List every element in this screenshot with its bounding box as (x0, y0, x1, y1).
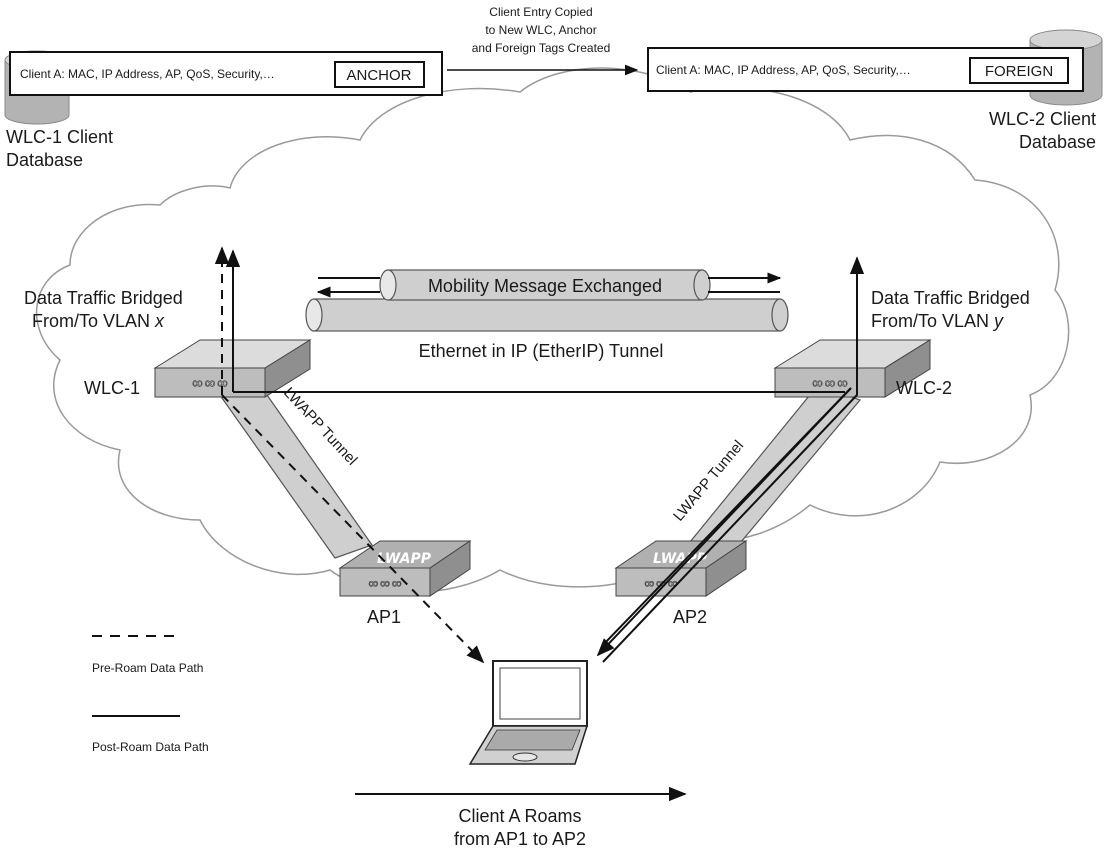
lwapp-tunnel-right: LWAPP Tunnel (670, 384, 862, 556)
svg-text:∞∞∞: ∞∞∞ (191, 374, 229, 392)
right-bridge-label: Data Traffic Bridged (871, 288, 1030, 308)
left-bridge-label: Data Traffic Bridged (24, 288, 183, 308)
wlc2-client-entry: Client A: MAC, IP Address, AP, QoS, Secu… (647, 47, 1084, 92)
legend-pre-label: Pre-Roam Data Path (92, 661, 203, 675)
ap1-label: AP1 (367, 607, 401, 627)
copy-note-line2: to New WLC, Anchor (485, 23, 596, 37)
lwapp-tunnel-left: LWAPP Tunnel (221, 384, 373, 559)
anchor-tag-label: ANCHOR (346, 67, 411, 84)
right-bridge-vlan-label: From/To VLAN y (871, 311, 1004, 331)
copy-note-line3: and Foreign Tags Created (472, 41, 611, 55)
wlc2-db-label: WLC-2 Client (989, 109, 1096, 129)
wlc2-label: WLC-2 (896, 378, 952, 398)
left-bridge-vlan-label: From/To VLAN x (32, 311, 165, 331)
anchor-tag (334, 61, 425, 88)
svg-text:∞∞∞: ∞∞∞ (368, 576, 403, 592)
etherip-label: Ethernet in IP (EtherIP) Tunnel (419, 341, 664, 361)
post-roam-path (225, 249, 865, 663)
etherip-tunnel: Ethernet in IP (EtherIP) Tunnel (305, 298, 789, 361)
ap2-label: AP2 (673, 607, 707, 627)
wlc1-db-label-2: Database (6, 150, 83, 170)
copy-note-line1: Client Entry Copied (489, 5, 592, 19)
wlc1-entry-text: Client A: MAC, IP Address, AP, QoS, Secu… (20, 67, 275, 81)
wlc1-client-entry: Client A: MAC, IP Address, AP, QoS, Secu… (9, 51, 443, 96)
wlc2-entry-text: Client A: MAC, IP Address, AP, QoS, Secu… (656, 63, 911, 77)
foreign-tag-label: FOREIGN (985, 63, 1053, 80)
mobility-tunnel: Mobility Message Exchanged (316, 269, 782, 301)
foreign-tag (969, 57, 1069, 84)
legend-post-label: Post-Roam Data Path (92, 740, 209, 754)
ap1-brand: LWAPP (377, 551, 432, 567)
wlc1-label: WLC-1 (84, 378, 140, 398)
laptop-icon (468, 660, 589, 765)
svg-text:∞∞∞: ∞∞∞ (811, 374, 849, 392)
wlc1-db-label: WLC-1 Client (6, 127, 113, 147)
legend: Pre-Roam Data Path Post-Roam Data Path (92, 635, 209, 754)
wlc2-db-label-2: Database (1019, 132, 1096, 152)
roam-label-line2: from AP1 to AP2 (454, 829, 586, 849)
mobility-label: Mobility Message Exchanged (428, 276, 662, 296)
roam-label-line1: Client A Roams (458, 806, 581, 826)
pre-roam-path (214, 246, 485, 664)
